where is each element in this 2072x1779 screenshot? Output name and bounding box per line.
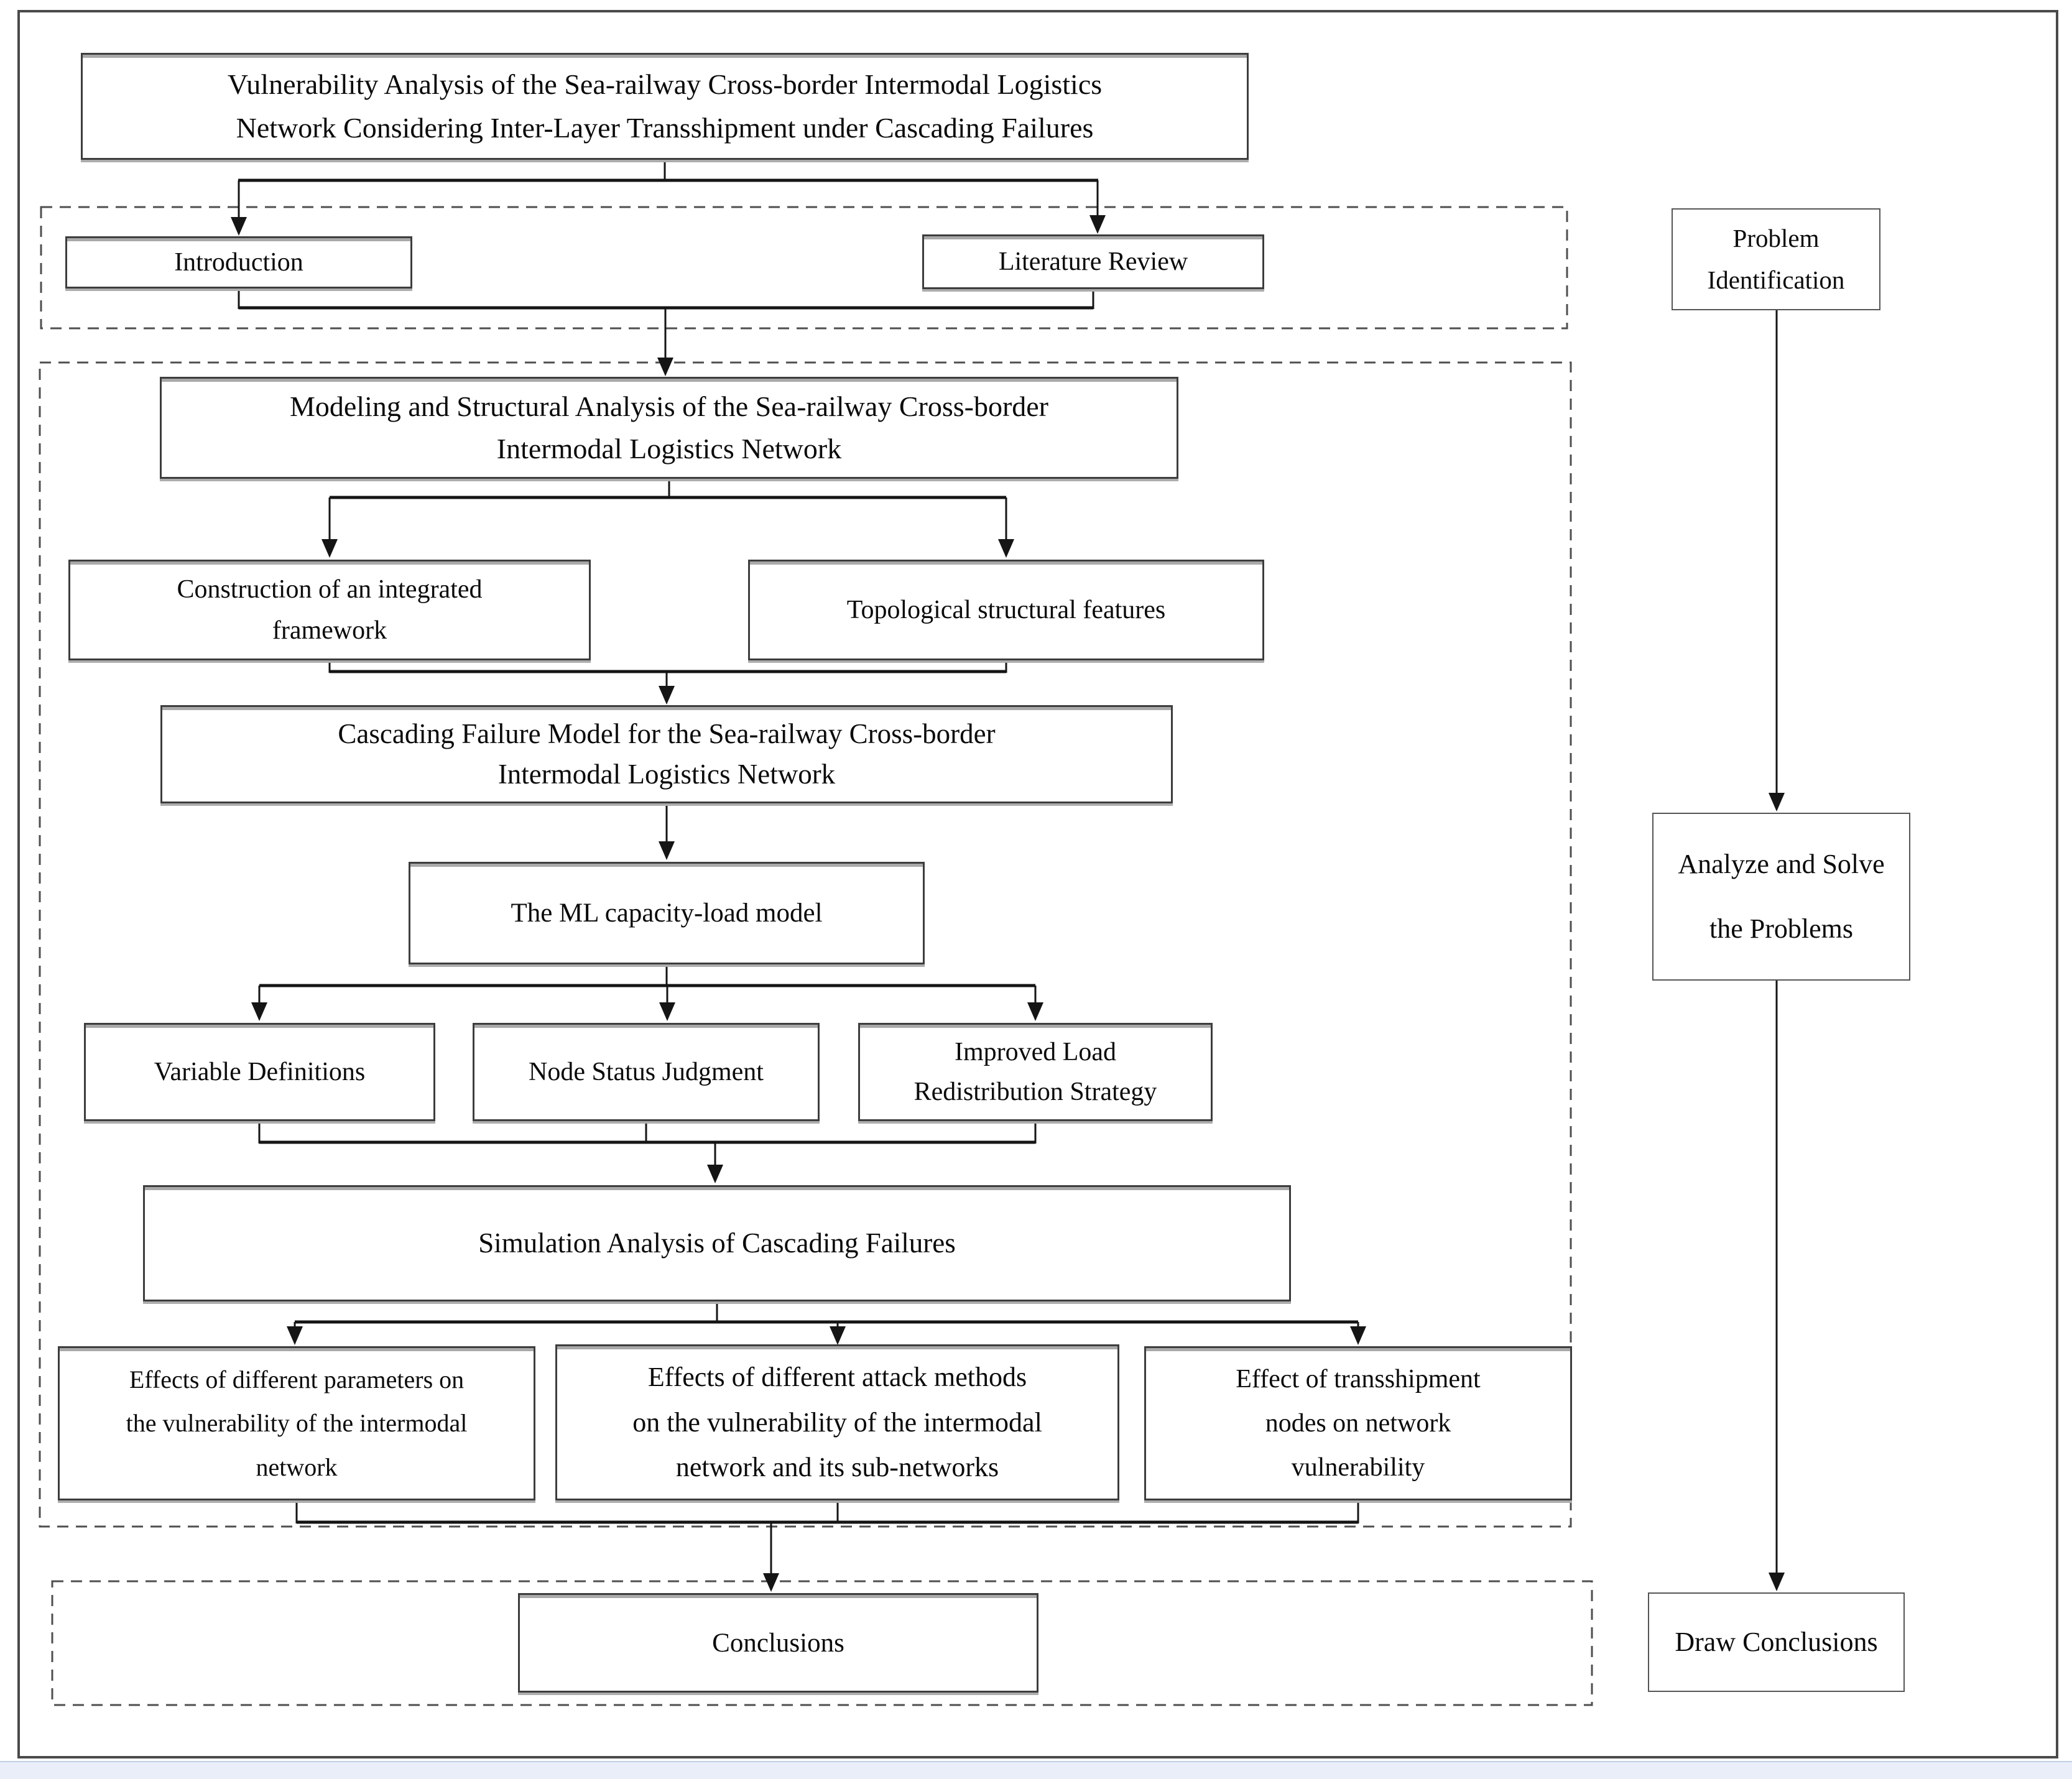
node-conclusions: Conclusions bbox=[518, 1593, 1038, 1693]
node-problem-identification-line2: Identification bbox=[1707, 266, 1845, 294]
node-modeling: Modeling and Structural Analysis of the … bbox=[160, 377, 1178, 479]
node-modeling-line2: Intermodal Logistics Network bbox=[496, 433, 842, 464]
dashed-frame-analysis-section bbox=[39, 361, 1572, 1528]
arrowhead-cascading bbox=[659, 686, 675, 705]
node-ml-model-label: The ML capacity-load model bbox=[511, 899, 823, 928]
arrowhead-effects-attack bbox=[830, 1326, 846, 1345]
node-problem-identification: Problem Identification bbox=[1672, 208, 1880, 310]
node-effects-parameters-line2: the vulnerability of the intermodal bbox=[126, 1409, 468, 1437]
node-effects-parameters: Effects of different parameters on the v… bbox=[58, 1346, 535, 1500]
arrowhead-topological bbox=[998, 539, 1014, 558]
node-cascading: Cascading Failure Model for the Sea-rail… bbox=[160, 705, 1173, 803]
arrowhead-node-status bbox=[659, 1002, 675, 1021]
node-node-status: Node Status Judgment bbox=[473, 1023, 820, 1121]
outer-border bbox=[17, 10, 2058, 1758]
node-conclusions-label: Conclusions bbox=[712, 1628, 844, 1658]
node-topological-label: Topological structural features bbox=[846, 596, 1166, 624]
node-improved-load-line2: Redistribution Strategy bbox=[913, 1078, 1157, 1107]
node-topological: Topological structural features bbox=[748, 560, 1264, 660]
node-draw-conclusions: Draw Conclusions bbox=[1648, 1592, 1905, 1692]
dashed-frame-conclusions-section bbox=[51, 1580, 1593, 1706]
node-effects-attack-line1: Effects of different attack methods bbox=[647, 1362, 1027, 1393]
node-effect-transshipment-line3: vulnerability bbox=[1291, 1453, 1425, 1482]
node-improved-load: Improved Load Redistribution Strategy bbox=[858, 1023, 1213, 1121]
node-cascading-line2: Intermodal Logistics Network bbox=[497, 759, 836, 790]
arrowhead-improved bbox=[1027, 1002, 1043, 1021]
arrowhead-construction bbox=[321, 539, 338, 558]
node-effects-parameters-line3: network bbox=[256, 1453, 338, 1481]
node-analyze-solve-line1: Analyze and Solve bbox=[1678, 849, 1885, 880]
node-variable-definitions: Variable Definitions bbox=[84, 1023, 435, 1121]
node-title-line2: Network Considering Inter-Layer Transshi… bbox=[236, 112, 1094, 144]
node-effect-transshipment-line2: nodes on network bbox=[1265, 1409, 1451, 1438]
node-effects-attack: Effects of different attack methods on t… bbox=[555, 1344, 1119, 1500]
node-ml-model: The ML capacity-load model bbox=[409, 862, 925, 964]
node-title-line1: Vulnerability Analysis of the Sea-railwa… bbox=[227, 68, 1103, 100]
node-cascading-line1: Cascading Failure Model for the Sea-rail… bbox=[338, 718, 996, 749]
arrowheads bbox=[231, 215, 1785, 1592]
node-introduction: Introduction bbox=[65, 236, 412, 289]
node-draw-conclusions-label: Draw Conclusions bbox=[1675, 1627, 1878, 1657]
node-improved-load-line1: Improved Load bbox=[954, 1037, 1117, 1066]
node-problem-identification-line1: Problem bbox=[1732, 224, 1820, 252]
arrowhead-modeling bbox=[657, 358, 673, 376]
node-analyze-solve-line2: the Problems bbox=[1709, 913, 1853, 944]
node-modeling-line1: Modeling and Structural Analysis of the … bbox=[289, 390, 1048, 422]
arrowhead-introduction bbox=[231, 217, 247, 236]
node-simulation: Simulation Analysis of Cascading Failure… bbox=[143, 1185, 1291, 1301]
node-introduction-label: Introduction bbox=[174, 248, 303, 277]
node-variable-definitions-label: Variable Definitions bbox=[154, 1058, 366, 1086]
arrowhead-conclusions bbox=[763, 1573, 779, 1592]
node-effects-parameters-line1: Effects of different parameters on bbox=[129, 1365, 465, 1393]
dashed-frame-introduction-section bbox=[40, 206, 1568, 330]
node-effects-attack-line2: on the vulnerability of the intermodal bbox=[632, 1407, 1042, 1438]
arrowhead-variable bbox=[251, 1002, 267, 1021]
node-construction: Construction of an integrated framework bbox=[68, 560, 591, 660]
node-construction-line2: framework bbox=[272, 616, 387, 645]
node-literature-review: Literature Review bbox=[922, 234, 1264, 289]
arrowhead-draw-conclusions bbox=[1769, 1573, 1785, 1591]
node-construction-line1: Construction of an integrated bbox=[177, 575, 483, 604]
node-effect-transshipment-line1: Effect of transshipment bbox=[1236, 1365, 1481, 1393]
node-simulation-label: Simulation Analysis of Cascading Failure… bbox=[478, 1227, 956, 1259]
node-literature-review-label: Literature Review bbox=[998, 247, 1188, 276]
arrowhead-effects-parameters bbox=[287, 1326, 303, 1345]
arrowhead-effect-transshipment bbox=[1350, 1326, 1366, 1345]
node-title: Vulnerability Analysis of the Sea-railwa… bbox=[81, 53, 1249, 160]
node-node-status-label: Node Status Judgment bbox=[529, 1058, 764, 1086]
arrowhead-literature bbox=[1089, 215, 1106, 234]
arrowhead-ml-model bbox=[659, 841, 675, 860]
node-effect-transshipment: Effect of transshipment nodes on network… bbox=[1144, 1346, 1572, 1500]
node-analyze-solve: Analyze and Solve the Problems bbox=[1652, 813, 1910, 981]
bottom-edge-strip bbox=[0, 1761, 2072, 1779]
arrowhead-simulation bbox=[707, 1165, 723, 1183]
node-effects-attack-line3: network and its sub-networks bbox=[675, 1451, 999, 1482]
connectors bbox=[238, 160, 1778, 1573]
arrowhead-analyze-solve bbox=[1769, 793, 1785, 811]
